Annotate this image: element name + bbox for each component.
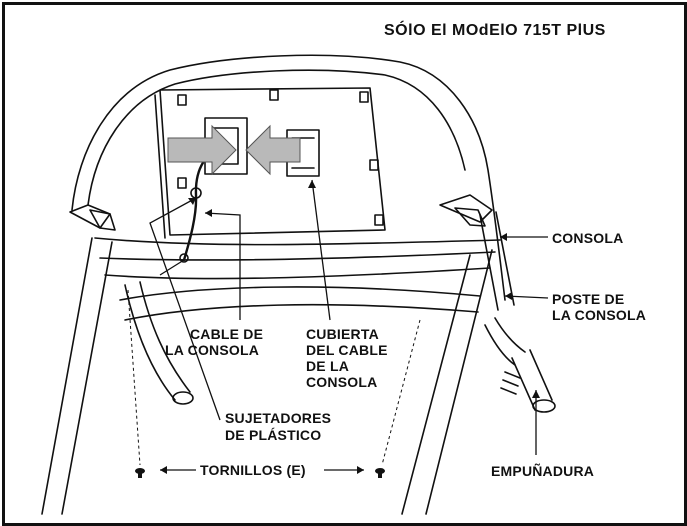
screw-icon: [375, 468, 385, 478]
console-post: [479, 214, 499, 311]
label-sujetadores-line2: DE PLÁSTICO: [225, 427, 322, 443]
label-cable-line1: CABLE DE: [190, 326, 264, 342]
model-title: SÓlO El MOdElO 715T PlUS: [384, 22, 606, 39]
sujetadores-leader-2: [159, 259, 185, 276]
cable-leader: [204, 212, 241, 320]
crossbar: [94, 237, 501, 246]
screw-icon: [135, 468, 145, 478]
label-cubierta-line3: DE LA: [306, 358, 349, 374]
label-consola: CONSOLA: [552, 230, 624, 246]
label-poste-line1: POSTE DE: [552, 291, 625, 307]
console-shell: [71, 54, 506, 301]
arrow-left-icon: [167, 124, 237, 176]
label-cable-line2: LA CONSOLA: [165, 342, 260, 358]
console-back-panel: [159, 87, 386, 236]
label-cubierta-line1: CUBIERTA: [306, 326, 379, 342]
sujetadores-leader-1: [149, 197, 221, 421]
label-sujetadores-line1: SUJETADORES: [225, 410, 332, 426]
label-empunadura: EMPUÑADURA: [491, 463, 595, 479]
label-poste-line2: LA CONSOLA: [552, 307, 647, 323]
left-upright: [41, 237, 93, 515]
left-handle: [124, 284, 176, 401]
cubierta-leader: [311, 179, 331, 321]
poste-leader: [504, 295, 549, 299]
label-cubierta-line4: CONSOLA: [306, 374, 378, 390]
label-tornillos: TORNILLOS (E): [200, 462, 306, 478]
right-upright: [401, 254, 471, 515]
label-cubierta-line2: DEL CABLE: [306, 342, 388, 358]
arrow-right-icon: [245, 124, 301, 176]
right-handle: [494, 317, 526, 353]
